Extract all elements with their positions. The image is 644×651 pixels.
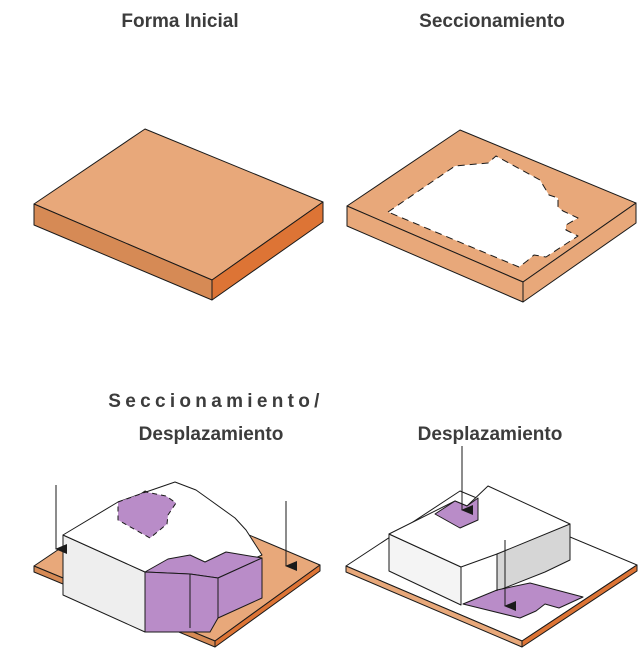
slab-right-face — [522, 202, 637, 303]
purple-floor-patch — [462, 582, 584, 619]
title-seccionamiento: Seccionamiento — [419, 11, 565, 32]
title-forma-inicial: Forma Inicial — [121, 11, 239, 32]
ground-plate-edge-right — [214, 564, 321, 648]
title-seccionamiento-desplazamiento-line2: Desplazamiento — [138, 424, 284, 445]
panel-seccionamiento — [346, 129, 637, 303]
section-void-outline — [387, 155, 579, 268]
title-desplazamiento: Desplazamiento — [417, 424, 563, 445]
purple-top-patch — [434, 497, 479, 529]
slab-right-face — [211, 201, 324, 301]
purple-lower-right — [217, 557, 263, 619]
title-seccionamiento-desplazamiento-line1: Seccionamiento/ — [108, 391, 324, 412]
panel-seccionamiento-desplazamiento — [33, 481, 321, 648]
purple-lower-front — [144, 571, 219, 633]
slab-top-face — [33, 128, 324, 281]
panel-desplazamiento — [345, 446, 638, 648]
ground-plate-edge-right — [521, 564, 638, 648]
panel-forma-inicial — [33, 128, 324, 301]
purple-top-patch — [117, 491, 177, 539]
